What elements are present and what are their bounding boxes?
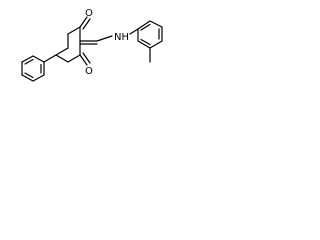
phenyl-to-ring-bond <box>43 54 57 63</box>
methylidene-to-nh-bond <box>96 35 113 42</box>
chemical-structure: O O NH <box>21 8 163 82</box>
phenyl-ring <box>21 55 45 82</box>
oxygen-top-label: O <box>85 8 93 19</box>
exocyclic-double-bond <box>79 40 98 45</box>
nh-to-aryl-bond <box>129 28 139 35</box>
nh-label: NH <box>114 32 129 43</box>
carbonyl-bottom <box>79 52 91 66</box>
cyclohexanedione-ring <box>55 26 81 63</box>
tolyl-ring <box>137 20 163 49</box>
oxygen-bottom-label: O <box>85 66 93 77</box>
carbonyl-top <box>79 16 91 30</box>
